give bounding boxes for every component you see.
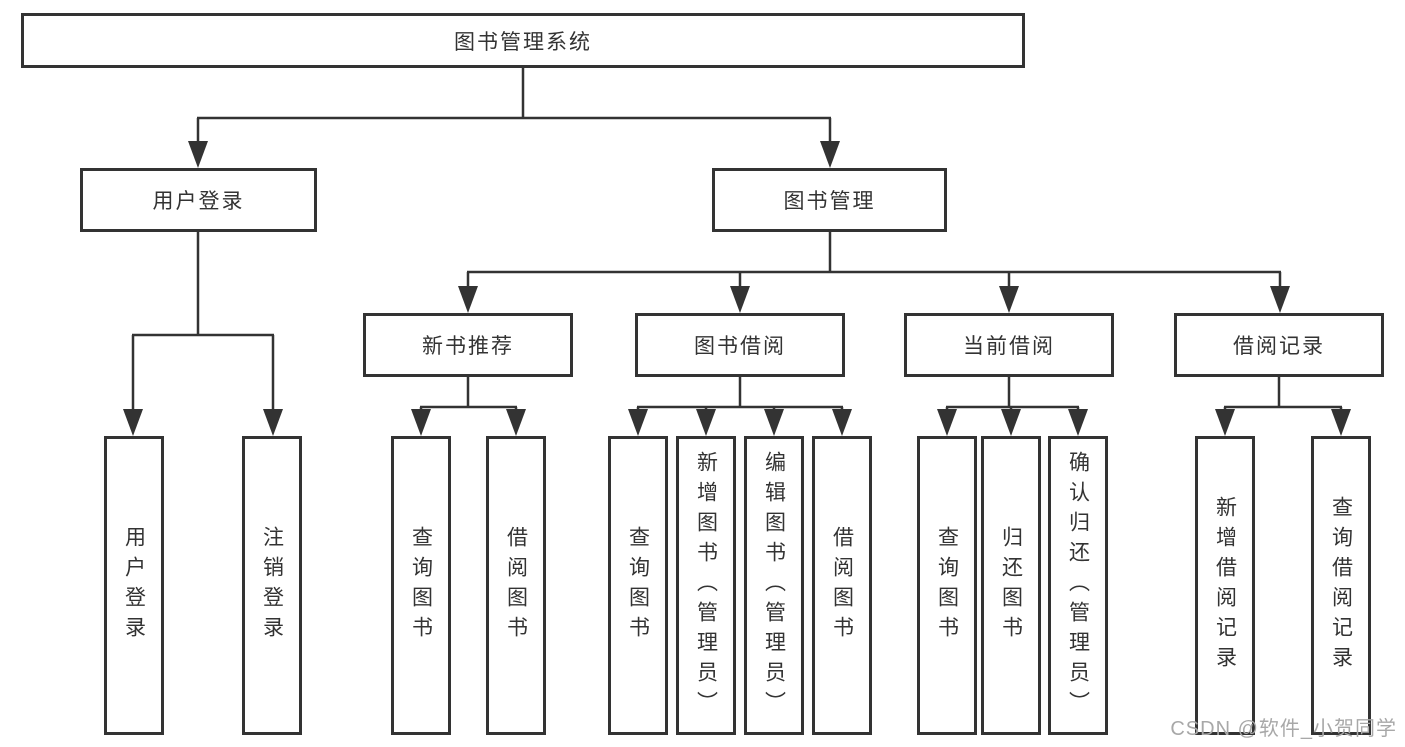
node-current-borrowing: 当前借阅 [904,313,1114,377]
leaf-borrow-books: 借阅图书 [812,436,872,735]
leaf-add-borrow-record: 新增借阅记录 [1195,436,1255,735]
node-library-system: 图书管理系统 [21,13,1025,68]
leaf-query-books-recommend: 查询图书 [391,436,451,735]
leaf-logout: 注销登录 [242,436,302,735]
node-borrowing-records: 借阅记录 [1174,313,1384,377]
leaf-borrow-books-recommend: 借阅图书 [486,436,546,735]
leaf-query-books-borrowing: 查询图书 [608,436,668,735]
leaf-add-books-admin: 新增图书（管理员） [676,436,736,735]
node-book-borrowing: 图书借阅 [635,313,845,377]
leaf-edit-books-admin: 编辑图书（管理员） [744,436,804,735]
node-new-book-recommend: 新书推荐 [363,313,573,377]
leaf-query-books-current: 查询图书 [917,436,977,735]
node-user-login: 用户登录 [80,168,317,232]
leaf-confirm-return-admin: 确认归还（管理员） [1048,436,1108,735]
leaf-return-books: 归还图书 [981,436,1041,735]
node-book-management: 图书管理 [712,168,947,232]
leaf-query-borrow-record: 查询借阅记录 [1311,436,1371,735]
leaf-user-login: 用户登录 [104,436,164,735]
